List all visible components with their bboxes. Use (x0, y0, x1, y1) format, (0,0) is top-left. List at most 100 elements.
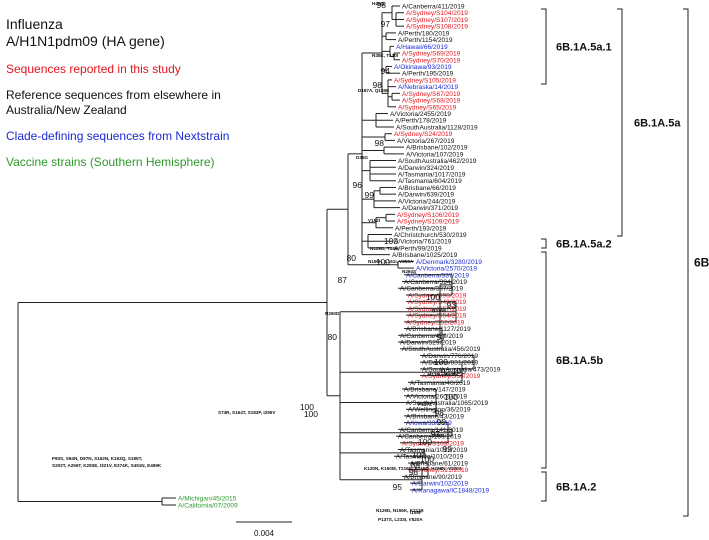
tip-label: A/Victoria/2455/2019 (390, 111, 451, 118)
mutation-label: D35G (356, 155, 368, 160)
bootstrap-value: 100 (300, 402, 314, 412)
tip-label: A/Sydney/S21/2019 (410, 467, 469, 474)
tip-label: A/Darwin/324/2019 (398, 165, 454, 172)
bootstrap-value: 98 (375, 138, 385, 148)
mutation-label: P137S, L233I, V520A (378, 517, 423, 522)
tip-label: A/Michigan/45/2015 (178, 496, 237, 503)
mutation-label: D187A, Q189E (358, 88, 389, 93)
bootstrap-value: 80 (328, 332, 338, 342)
clade-label: 6B.1A.5a.1 (556, 42, 612, 54)
bootstrap-value: 100 (452, 366, 466, 376)
tip-label: A/Tasmania/604/2019 (398, 178, 462, 185)
tip-label: A/Canberra/337/2019 (406, 272, 469, 279)
clade-bracket (541, 8, 547, 85)
bootstrap-value: 98 (409, 467, 419, 477)
tip-label: A/Tasmania/40/2019 (410, 380, 470, 387)
clade-bracket (541, 251, 547, 469)
tip-label: A/Canberra/169/2019 (398, 434, 461, 441)
bootstrap-value: 100 (444, 392, 458, 402)
tip-label: A/Sydney/S54/2019 (408, 313, 467, 320)
bootstrap-value: 99 (437, 417, 447, 427)
mutation-label: P83S, S84N, D97N, S162N, K163Q, S185T, (52, 456, 142, 461)
legend-title: Influenza (6, 16, 63, 32)
bootstrap-value: 99 (365, 190, 375, 200)
tip-label: A/Brisbane/102/2019 (406, 145, 468, 152)
mutation-label: K130N, K160M, T216K, E235D, H296N, V520A (364, 466, 463, 471)
tip-label: A/Sydney/S70/2019 (402, 57, 461, 64)
bootstrap-value: 94 (381, 66, 391, 76)
tip-label: A/Sydney/S109/2019 (397, 219, 459, 226)
tip-label: A/Sydney/S52/2019 (406, 319, 465, 326)
mutation-label: S74R, S164T, S183P, I295V (218, 410, 276, 415)
bootstrap-value: 80 (347, 253, 357, 263)
tip-label: A/Okinawa/93/2019 (394, 64, 452, 71)
bootstrap-value: 100 (376, 257, 390, 267)
tip-label: A/Brisbane/66/2019 (398, 185, 456, 192)
clade-label: 6B.1A.5a (634, 118, 681, 130)
tip-label: A/Wellington/36/2019 (408, 407, 471, 414)
tip-label: A/Brisbane/147/2019 (404, 387, 466, 394)
clade-label: 6B.1A.2 (556, 482, 596, 494)
bootstrap-value: 87 (338, 275, 348, 285)
scale-bar-label: 0.004 (254, 529, 275, 538)
tip-label: A/Sydney/S57/2019 (408, 306, 467, 313)
tip-label: A/Sydney/S68/2019 (402, 98, 461, 105)
bootstrap-value: 100 (420, 454, 434, 464)
tip-label: A/Tasmania/1010/2019 (396, 454, 464, 461)
mutation-label: S203T, A256T, K283E, I321V, E374K, S451N… (52, 463, 162, 468)
bootstrap-value: 98 (435, 408, 445, 418)
mutation-label: I155F (410, 510, 422, 515)
mutation-label: N294S (402, 269, 416, 274)
tip-label: A/Sydney/S69/2019 (402, 51, 461, 58)
clade-label: 6B.1A.5a.2 (556, 239, 612, 251)
bootstrap-value: 99 (443, 444, 453, 454)
bootstrap-value: 97 (381, 19, 391, 29)
legend: Influenza A/H1N1pdm09 (HA gene) Sequence… (6, 16, 229, 170)
mutation-label: D35N (432, 433, 444, 438)
bootstrap-value: 95 (393, 482, 403, 492)
tip-label: A/Perth/193/2019 (395, 225, 447, 232)
tip-label: A/Darwin/102/2019 (412, 481, 468, 488)
tip-label: A/Sydney/S106/2019 (397, 212, 459, 219)
tip-label: A/Sydney/S104/2019 (406, 10, 468, 17)
mutation-label: P137S (418, 402, 432, 407)
mutation-label: N260D (325, 311, 340, 316)
tip-label: A/Hawaii/66/2019 (396, 44, 448, 51)
mutation-label: N370S (432, 308, 446, 313)
clade-bracket (541, 238, 547, 249)
tip-label: A/Perth/195/2019 (402, 71, 454, 78)
legend-reference-sequences: Reference sequences from elsewhere in (6, 88, 221, 102)
tip-label: A/Sydney/S65/2019 (398, 104, 457, 111)
tip-label: A/SouthAustralia/473/2019 (422, 366, 501, 373)
legend-vaccine-strains: Vaccine strains (Southern Hemisphere) (6, 155, 215, 169)
tip-label: A/Christchurch/530/2019 (394, 232, 467, 239)
tip-label: A/Darwin/776/2019 (422, 353, 478, 360)
tip-label: A/Darwin/371/2019 (402, 205, 458, 212)
tip-label: A/Darwin/639/2019 (398, 192, 454, 199)
tip-label: A/Darwin/529/2019 (400, 340, 456, 347)
bootstrap-value: 97 (437, 332, 447, 342)
bootstrap-value: 93 (447, 300, 457, 310)
tip-label: A/Sydney/S108/2019 (406, 24, 468, 31)
clade-bracket (541, 471, 547, 502)
tip-label: A/Sydney/S43/2019 (408, 299, 467, 306)
tip-label: A/Brisbane/1025/2019 (392, 252, 458, 259)
tip-label: A/SouthAustralia/456/2019 (402, 346, 481, 353)
tip-label: A/Tasmania/1012/2019 (400, 447, 468, 454)
tip-label: A/Perth/178/2019 (395, 118, 447, 125)
clade-label: 6B.1A.5b (556, 355, 603, 367)
tip-label: A/Canberra/394/2019 (404, 279, 467, 286)
bootstrap-value: 100 (426, 292, 440, 302)
mutation-label: H138L, R205K (428, 372, 459, 377)
mutation-label: N129D, N156K, K211R (376, 508, 424, 513)
tip-label: A/Brisbane/90/2019 (404, 474, 462, 481)
tip-label: A/Perth/99/2019 (394, 245, 442, 252)
mutation-label: N129D, T185I (370, 246, 399, 251)
tip-label: A/Denmark/3280/2019 (416, 259, 482, 266)
tip-label: A/Darwin/831/2019 (422, 360, 478, 367)
tip-label: A/Sydney/S67/2019 (402, 91, 461, 98)
tip-label: A/Brisbane/61/2019 (410, 460, 468, 467)
tip-label: A/Victoria/761/2019 (394, 239, 452, 246)
tip-label: A/Canberra/400/2019 (400, 333, 463, 340)
